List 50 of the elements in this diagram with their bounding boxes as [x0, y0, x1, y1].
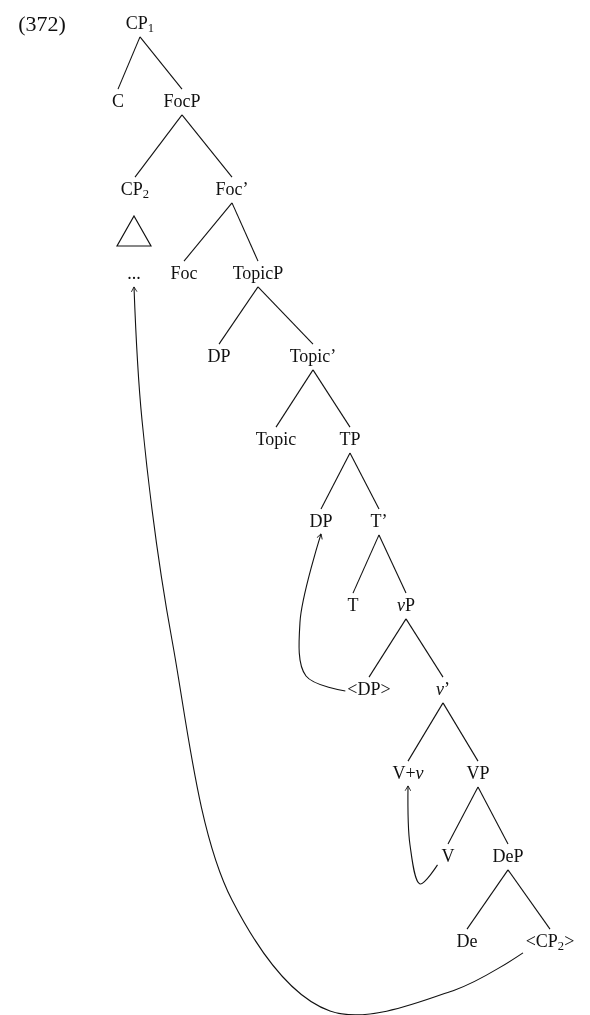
tree-node-label: DP	[207, 347, 231, 367]
tree-branch	[466, 869, 509, 930]
triangle-mark	[116, 215, 152, 247]
tree-node-label: TopicP	[232, 264, 284, 284]
tree-branch	[477, 786, 509, 845]
tree-node-label: CP$_{1}$	[125, 14, 155, 34]
tree-branch	[312, 369, 351, 428]
tree-branch	[407, 702, 444, 762]
tree-branch	[181, 114, 233, 178]
tree-node-label: ...	[127, 264, 141, 284]
tree-node-label: De	[456, 932, 478, 952]
tree-branch	[117, 36, 141, 90]
movement-arrow	[298, 533, 346, 692]
tree-branch	[139, 36, 183, 90]
tree-branch	[349, 452, 380, 510]
tree-branch	[218, 286, 259, 345]
tree-node-label: C	[112, 92, 124, 112]
tree-branch	[442, 702, 479, 762]
tree-branch	[231, 202, 259, 262]
tree-node-label: T	[347, 596, 359, 616]
example-number: (372)	[18, 11, 66, 37]
tree-branch	[405, 618, 444, 678]
tree-node-label: DeP	[492, 847, 524, 867]
tree-node-label: Foc	[170, 264, 198, 284]
tree-node-label: <DP>	[347, 680, 391, 700]
tree-branch	[507, 869, 551, 930]
tree-branch	[447, 786, 479, 845]
tree-node-label: CP$_{2}$	[120, 180, 150, 200]
tree-branch	[352, 534, 380, 594]
tree-node-label: Topic’	[289, 347, 337, 367]
tree-branch	[183, 202, 233, 262]
tree-node-label: DP	[309, 512, 333, 532]
tree-branch	[134, 114, 183, 178]
movement-arrow	[404, 785, 439, 885]
tree-branch	[320, 452, 351, 510]
tree-node-label: Topic	[255, 430, 297, 450]
tree-node-label: TP	[339, 430, 361, 450]
tree-branch	[275, 369, 314, 428]
tree-node-label: T’	[370, 512, 388, 532]
tree-node-label: V+v	[392, 764, 424, 784]
tree-branch	[378, 534, 407, 594]
tree-node-label: v’	[436, 680, 450, 700]
tree-node-label: <CP$_{2}$>	[525, 932, 575, 952]
tree-node-label: VP	[466, 764, 490, 784]
tree-node-label: Foc’	[215, 180, 249, 200]
tree-node-label: vP	[397, 596, 415, 616]
tree-branch	[368, 618, 407, 678]
tree-node-label: FocP	[163, 92, 201, 112]
tree-node-label: V	[441, 847, 455, 867]
tree-branch	[257, 286, 314, 345]
